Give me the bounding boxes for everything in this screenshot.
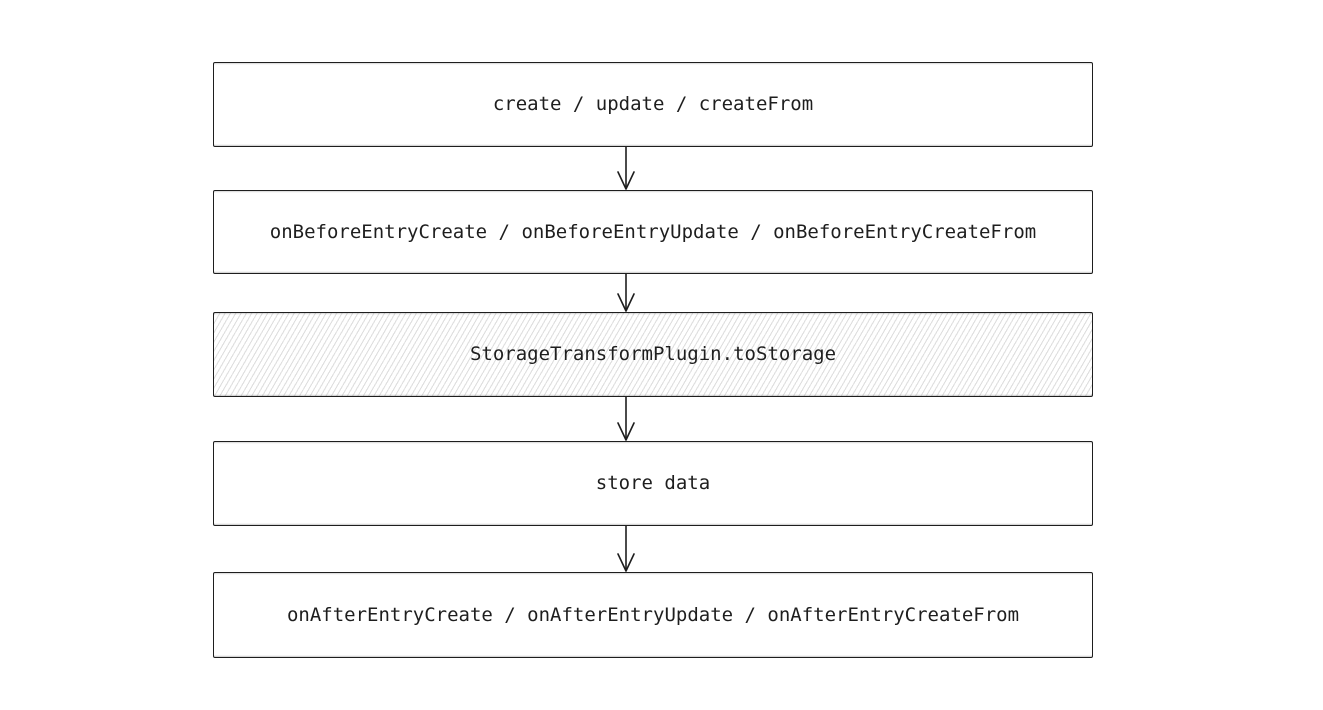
node-label: StorageTransformPlugin.toStorage bbox=[469, 343, 837, 366]
arrow-down-icon bbox=[617, 397, 635, 441]
node-create-update-createfrom: create / update / createFrom bbox=[213, 62, 1093, 147]
node-store-data: store data bbox=[213, 441, 1093, 526]
node-storage-transform-tostorage: StorageTransformPlugin.toStorage bbox=[213, 312, 1093, 397]
node-onbefore-hooks: onBeforeEntryCreate / onBeforeEntryUpdat… bbox=[213, 190, 1093, 274]
arrow-down-icon bbox=[617, 147, 635, 190]
node-label: create / update / createFrom bbox=[492, 93, 814, 116]
node-label: store data bbox=[595, 472, 711, 495]
node-label: onBeforeEntryCreate / onBeforeEntryUpdat… bbox=[269, 220, 1037, 243]
arrow-down-icon bbox=[617, 526, 635, 572]
node-label: onAfterEntryCreate / onAfterEntryUpdate … bbox=[286, 603, 1020, 626]
node-onafter-hooks: onAfterEntryCreate / onAfterEntryUpdate … bbox=[213, 572, 1093, 658]
arrow-down-icon bbox=[617, 274, 635, 312]
